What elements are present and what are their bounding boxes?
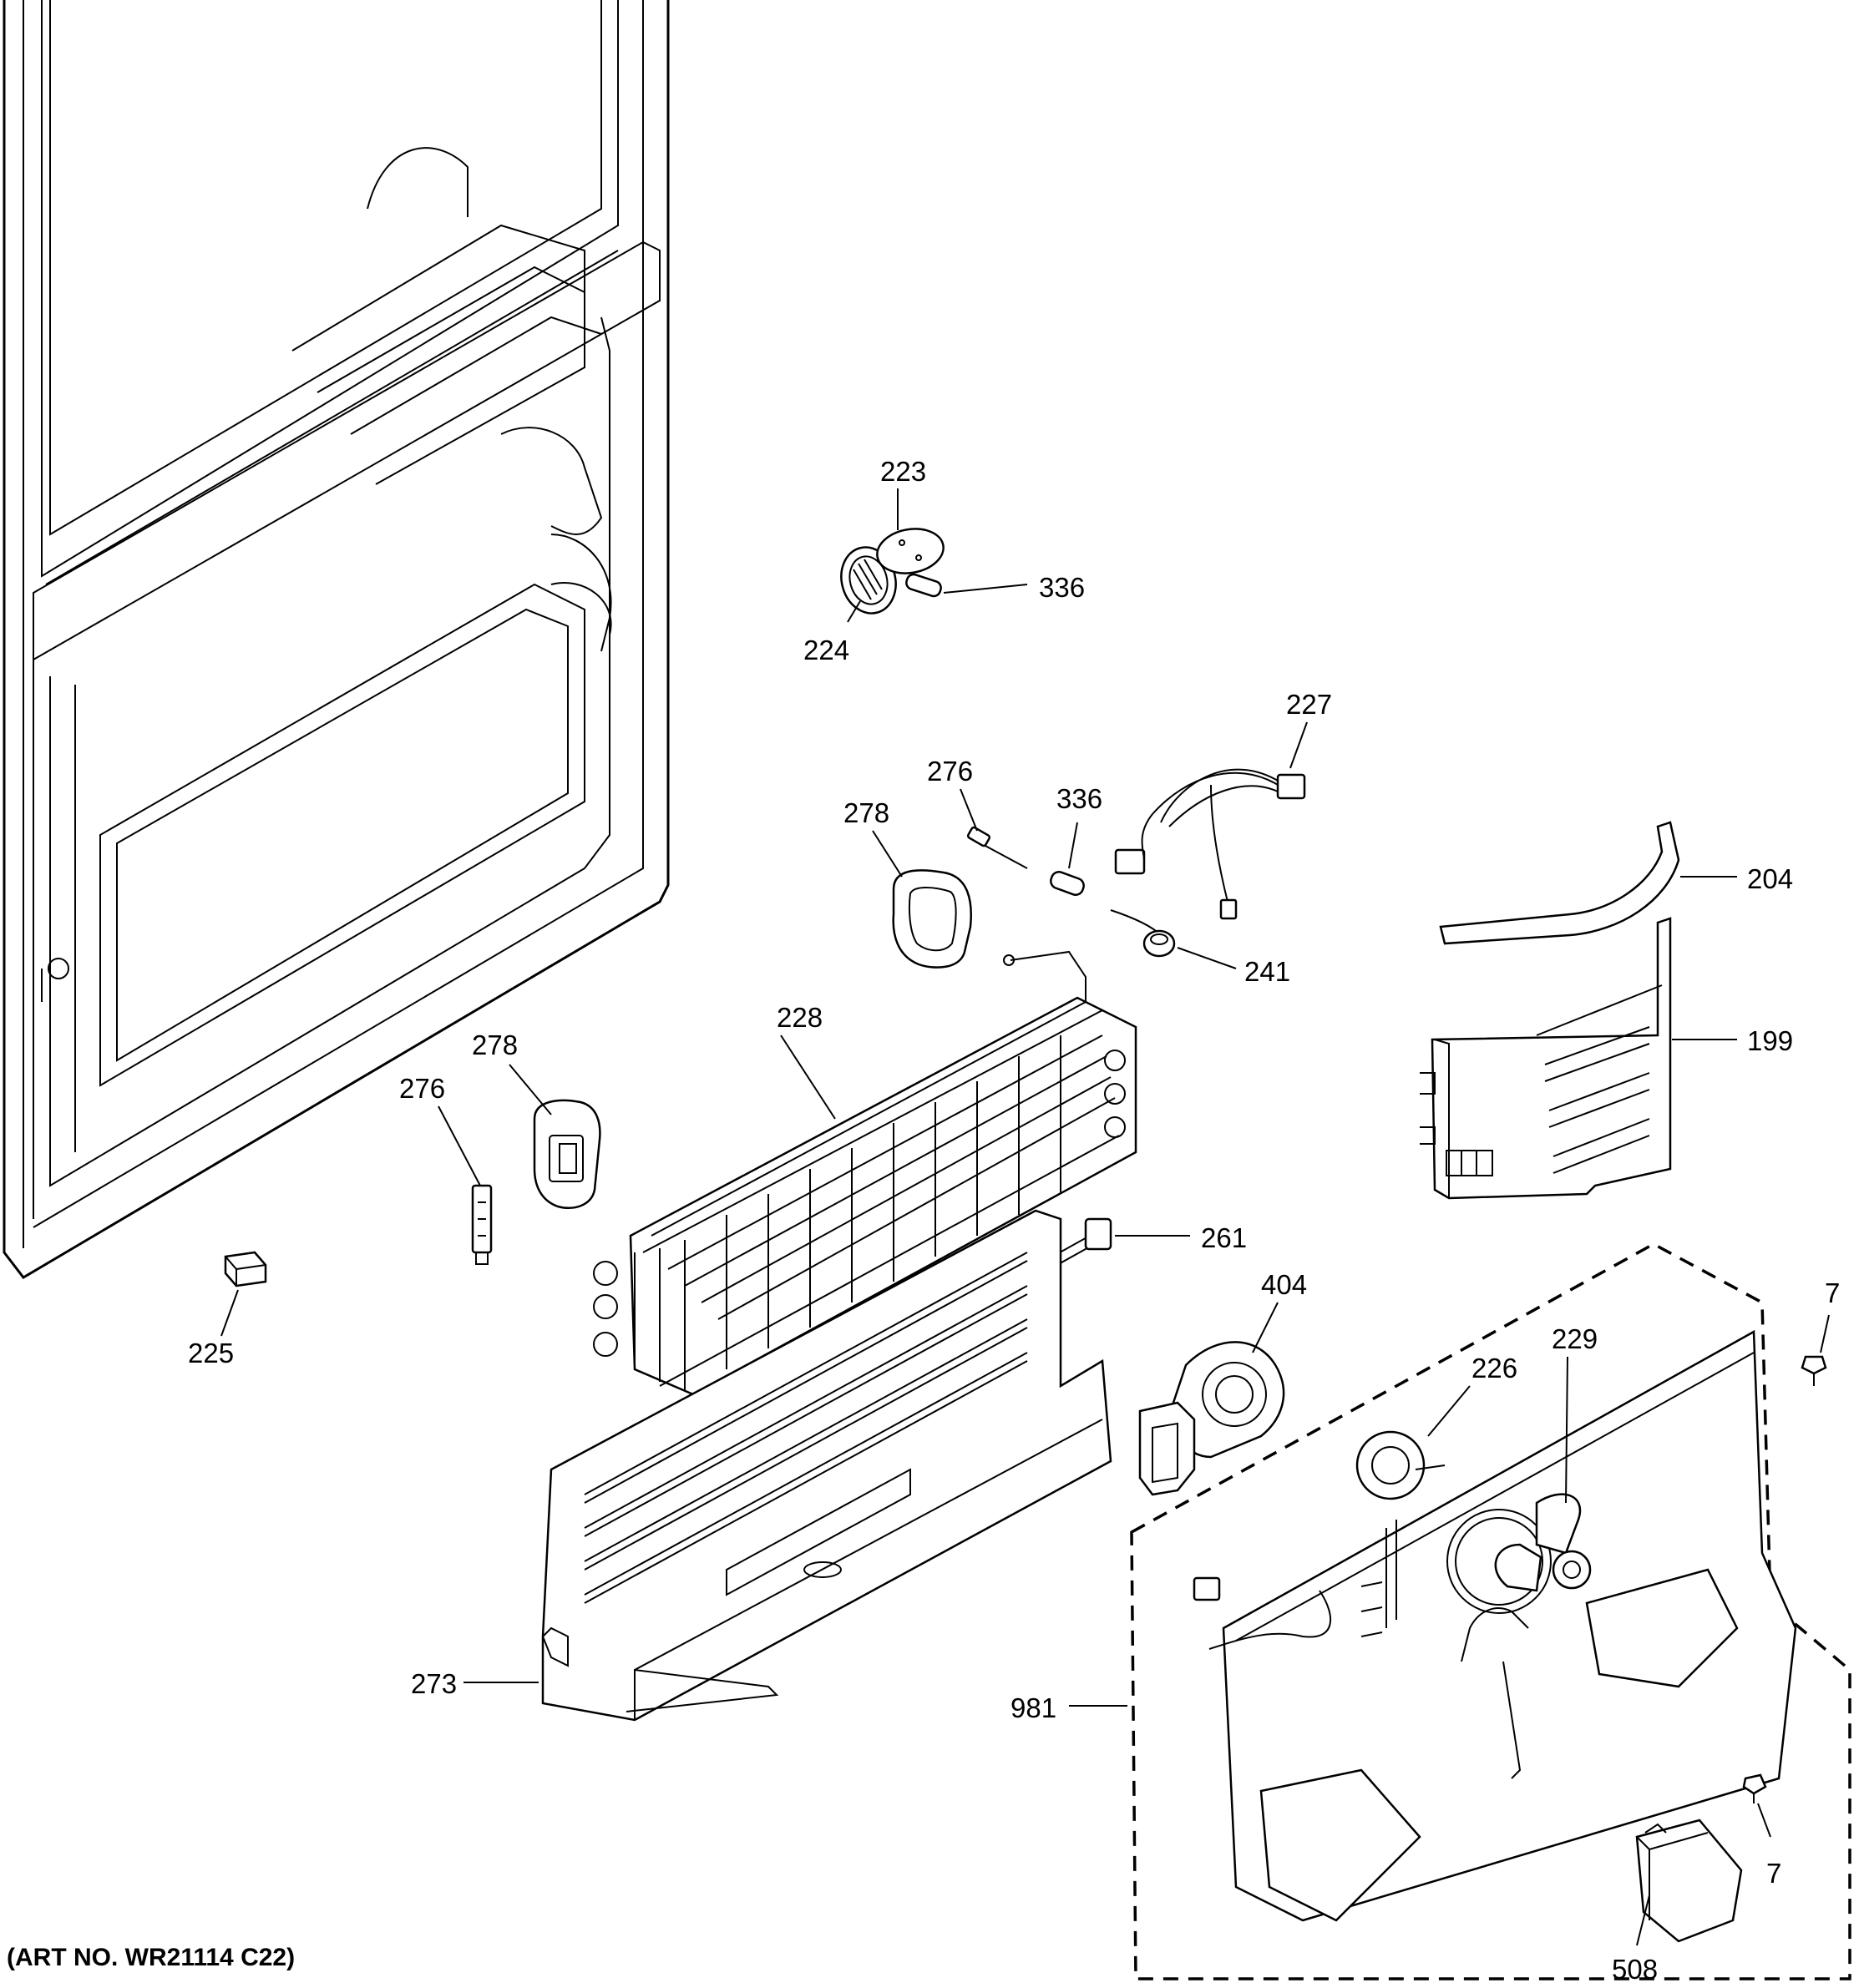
part-404-fan-motor: [1138, 1341, 1285, 1496]
leader-226: [1427, 1385, 1471, 1437]
callout-229: 229: [1552, 1323, 1598, 1354]
leader-276b: [438, 1105, 481, 1186]
leader-404: [1252, 1302, 1279, 1353]
leader-225: [220, 1289, 239, 1337]
callout-7a: 7: [1825, 1277, 1840, 1308]
part-276-sensor-a: [966, 826, 1028, 869]
part-199-cover: [1420, 917, 1672, 1200]
callout-276b: 276: [399, 1073, 445, 1104]
part-228-evaporator: [593, 950, 1137, 1396]
callout-228: 228: [777, 1002, 823, 1033]
part-241-fuse: [1110, 909, 1176, 958]
leader-227: [1289, 721, 1308, 769]
part-273-back-panel: [541, 1209, 1112, 1722]
part-508-cover: [1635, 1819, 1743, 1943]
callout-273: 273: [411, 1668, 457, 1699]
callout-226: 226: [1471, 1353, 1517, 1384]
callout-199: 199: [1747, 1025, 1793, 1056]
callout-336b: 336: [1056, 783, 1102, 814]
callout-7b: 7: [1766, 1858, 1781, 1889]
leader-224: [847, 600, 861, 623]
callout-223: 223: [880, 456, 926, 487]
leader-278a: [872, 830, 903, 878]
part-278-gasket-b: [533, 1099, 601, 1210]
leader-278b: [509, 1064, 552, 1115]
callout-261: 261: [1201, 1222, 1247, 1253]
callout-278a: 278: [843, 797, 889, 828]
part-336-tube-b: [1050, 871, 1085, 896]
leader-241: [1177, 947, 1237, 969]
leader-276a: [960, 788, 978, 832]
part-7-screw-a: [1801, 1355, 1827, 1386]
part-227-harness: [1114, 768, 1306, 920]
leader-229: [1565, 1356, 1568, 1504]
callout-276a: 276: [927, 756, 973, 787]
part-981-fan-cover: [1193, 1329, 1797, 1922]
callout-225: 225: [188, 1338, 234, 1368]
cabinet-liner: [3, 0, 670, 1279]
part-276-sensor-b: [471, 1184, 493, 1265]
part-229-fan-blade: [1494, 1493, 1592, 1592]
part-223-plate: [876, 528, 945, 574]
leader-7a: [1820, 1314, 1830, 1353]
part-7-screw-b: [1742, 1773, 1767, 1803]
leader-336b: [1068, 822, 1078, 869]
leader-7b: [1757, 1803, 1771, 1838]
art-number-note: (ART NO. WR21114 C22): [7, 1944, 296, 1971]
part-225-switch: [224, 1251, 267, 1287]
callout-204: 204: [1747, 863, 1793, 894]
callout-241: 241: [1244, 956, 1290, 987]
callout-224: 224: [803, 635, 849, 665]
part-204-bracket: [1439, 821, 1680, 945]
callout-227: 227: [1286, 689, 1332, 720]
callout-981: 981: [1011, 1692, 1056, 1723]
part-278-gasket-a: [892, 869, 972, 969]
callout-336a: 336: [1039, 572, 1085, 603]
leader-336a: [943, 584, 1028, 594]
callout-278b: 278: [472, 1029, 518, 1060]
part-336-tube-a: [905, 573, 942, 598]
part-226-motor: [1355, 1430, 1446, 1500]
callout-404: 404: [1261, 1269, 1307, 1300]
leader-508: [1636, 1894, 1650, 1946]
callout-508: 508: [1612, 1954, 1658, 1984]
leader-228: [780, 1034, 836, 1120]
